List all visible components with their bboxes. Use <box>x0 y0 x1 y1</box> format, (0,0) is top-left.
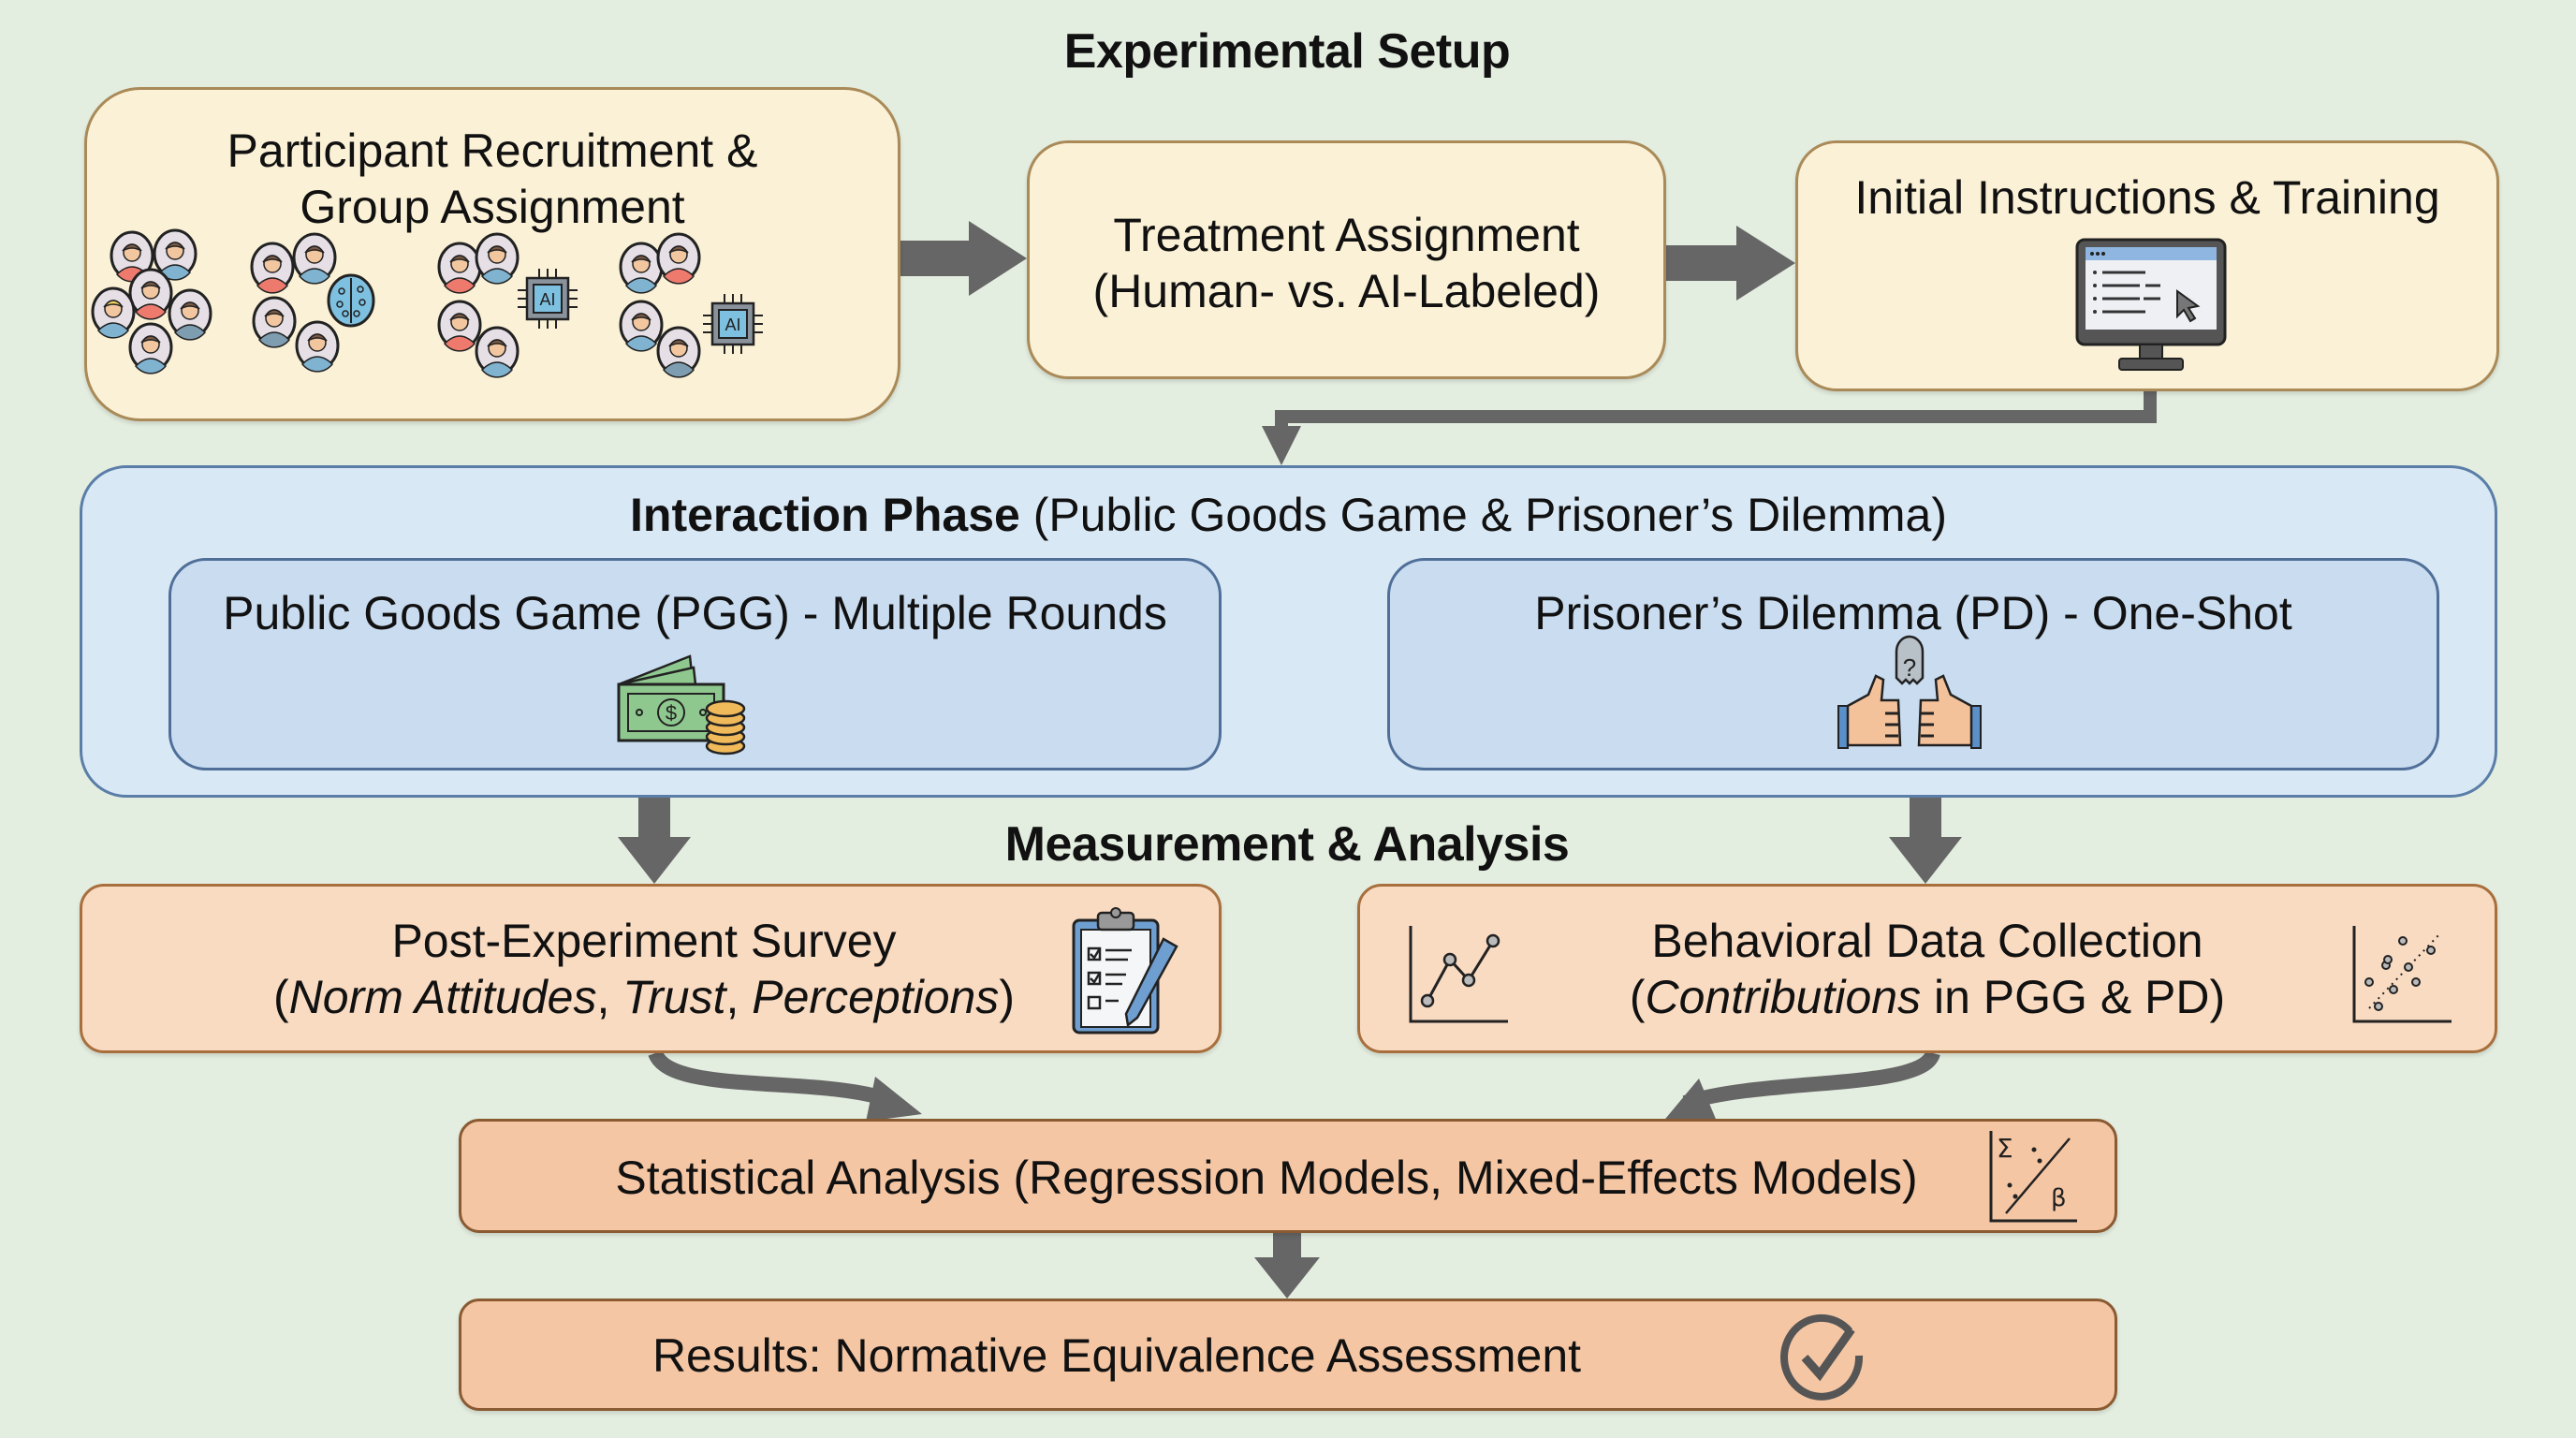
treatment-assignment-box: Treatment Assignment (Human- vs. AI-Labe… <box>1027 140 1666 379</box>
recruitment-line1: Participant Recruitment & <box>227 125 758 177</box>
pd-box: Prisoner’s Dilemma (PD) - One-Shot ? <box>1387 558 2439 770</box>
person-avatar-icon <box>656 326 701 378</box>
checkmark-circle-icon <box>1780 1313 1864 1401</box>
ai-chip-icon: AI <box>703 294 763 354</box>
survey-sep1: , <box>596 971 623 1023</box>
stats-label: Statistical Analysis (Regression Models,… <box>615 1152 1918 1204</box>
post-experiment-survey-box: Post-Experiment Survey (Norm Attitudes, … <box>80 884 1222 1053</box>
behavioral-contributions: Contributions <box>1645 971 1922 1023</box>
person-avatar-icon <box>250 242 295 294</box>
statistical-analysis-box: Statistical Analysis (Regression Models,… <box>459 1119 2117 1233</box>
handshake-question-icon: ? <box>1837 635 1982 749</box>
person-avatar-icon <box>437 300 482 352</box>
survey-paren-close: ) <box>999 971 1015 1023</box>
scatter-plot-icon <box>2352 926 2452 1023</box>
ai-chip-icon: AI <box>518 269 578 329</box>
participant-recruitment-box: Participant Recruitment & Group Assignme… <box>84 87 900 421</box>
person-avatar-icon <box>295 320 340 373</box>
interaction-phase-title-rest: (Public Goods Game & Prisoner’s Dilemma) <box>1019 489 1947 541</box>
survey-perceptions: Perceptions <box>752 971 1000 1023</box>
survey-line2: (Norm Attitudes, Trust, Perceptions) <box>82 969 1206 1025</box>
survey-line1: Post-Experiment Survey <box>391 915 897 967</box>
pd-bubble-text: ? <box>1903 653 1916 682</box>
ai-chip-label: AI <box>539 290 555 309</box>
recruitment-line2: Group Assignment <box>300 181 685 233</box>
brain-network-icon <box>327 273 375 328</box>
arrow-treatment-to-instructions <box>1666 226 1795 301</box>
pgg-box: Public Goods Game (PGG) - Multiple Round… <box>168 558 1222 770</box>
survey-trust: Trust <box>622 971 726 1023</box>
person-avatar-icon <box>153 228 198 281</box>
beta-glyph: β <box>2051 1184 2067 1212</box>
sigma-beta-regression-icon: Σ β <box>1989 1131 2077 1223</box>
ai-chip-label: AI <box>724 315 740 334</box>
person-avatar-icon <box>91 286 136 339</box>
arrow-instructions-to-interaction <box>1262 391 2157 465</box>
person-avatar-icon <box>168 288 212 341</box>
svg-text:$: $ <box>666 701 677 725</box>
behavioral-line1: Behavioral Data Collection <box>1651 915 2203 967</box>
interaction-phase-title-bold: Interaction Phase <box>630 489 1020 541</box>
survey-paren-open: ( <box>273 971 289 1023</box>
person-avatar-icon <box>292 232 337 285</box>
person-avatar-icon <box>619 242 664 294</box>
arrow-interaction-to-behavioral <box>1889 798 1962 884</box>
arrow-survey-to-stats <box>648 1049 883 1105</box>
behavioral-rest: in PGG & PD) <box>1921 971 2226 1023</box>
survey-sep2: , <box>725 971 753 1023</box>
person-avatar-icon <box>437 242 482 294</box>
instructions-training-box: Initial Instructions & Training <box>1795 140 2499 391</box>
line-chart-icon <box>1409 926 1508 1023</box>
participant-groups-icon: AI AI <box>91 228 763 378</box>
pd-label: Prisoner’s Dilemma (PD) - One-Shot <box>1534 587 2292 639</box>
treatment-line1: Treatment Assignment <box>1113 209 1580 261</box>
arrow-recruitment-to-treatment <box>900 221 1027 296</box>
arrow-behavioral-to-stats <box>1682 1049 1940 1110</box>
measurement-analysis-heading: Measurement & Analysis <box>1004 817 1570 872</box>
clipboard-checklist-icon <box>1072 907 1178 1034</box>
person-avatar-icon <box>110 230 154 283</box>
behavioral-line2: (Contributions in PGG & PD) <box>1360 969 2495 1025</box>
money-coins-icon: $ <box>617 654 746 756</box>
survey-norm-attitudes: Norm Attitudes <box>288 971 597 1023</box>
person-avatar-icon <box>475 326 520 378</box>
results-label: Results: Normative Equivalence Assessmen… <box>651 1329 1582 1382</box>
person-avatar-icon <box>475 232 520 285</box>
treatment-line2: (Human- vs. AI-Labeled) <box>1092 265 1601 317</box>
interaction-phase-title: Interaction Phase (Public Goods Game & P… <box>82 487 2495 543</box>
person-avatar-icon <box>128 322 173 374</box>
arrow-interaction-to-survey <box>618 798 691 884</box>
behavioral-data-box: Behavioral Data Collection (Contribution… <box>1357 884 2497 1053</box>
sigma-glyph: Σ <box>1997 1133 2013 1164</box>
behavioral-paren-open: ( <box>1629 971 1646 1023</box>
arrow-stats-to-results <box>1254 1233 1320 1299</box>
experimental-setup-heading: Experimental Setup <box>1063 24 1511 79</box>
person-avatar-icon <box>619 300 664 352</box>
computer-monitor-icon <box>2075 238 2227 371</box>
results-box: Results: Normative Equivalence Assessmen… <box>459 1299 2117 1411</box>
pgg-label: Public Goods Game (PGG) - Multiple Round… <box>223 587 1167 639</box>
person-avatar-icon <box>252 296 297 348</box>
instructions-label: Initial Instructions & Training <box>1854 171 2440 224</box>
person-avatar-icon <box>128 268 173 320</box>
person-avatar-icon <box>656 232 701 285</box>
